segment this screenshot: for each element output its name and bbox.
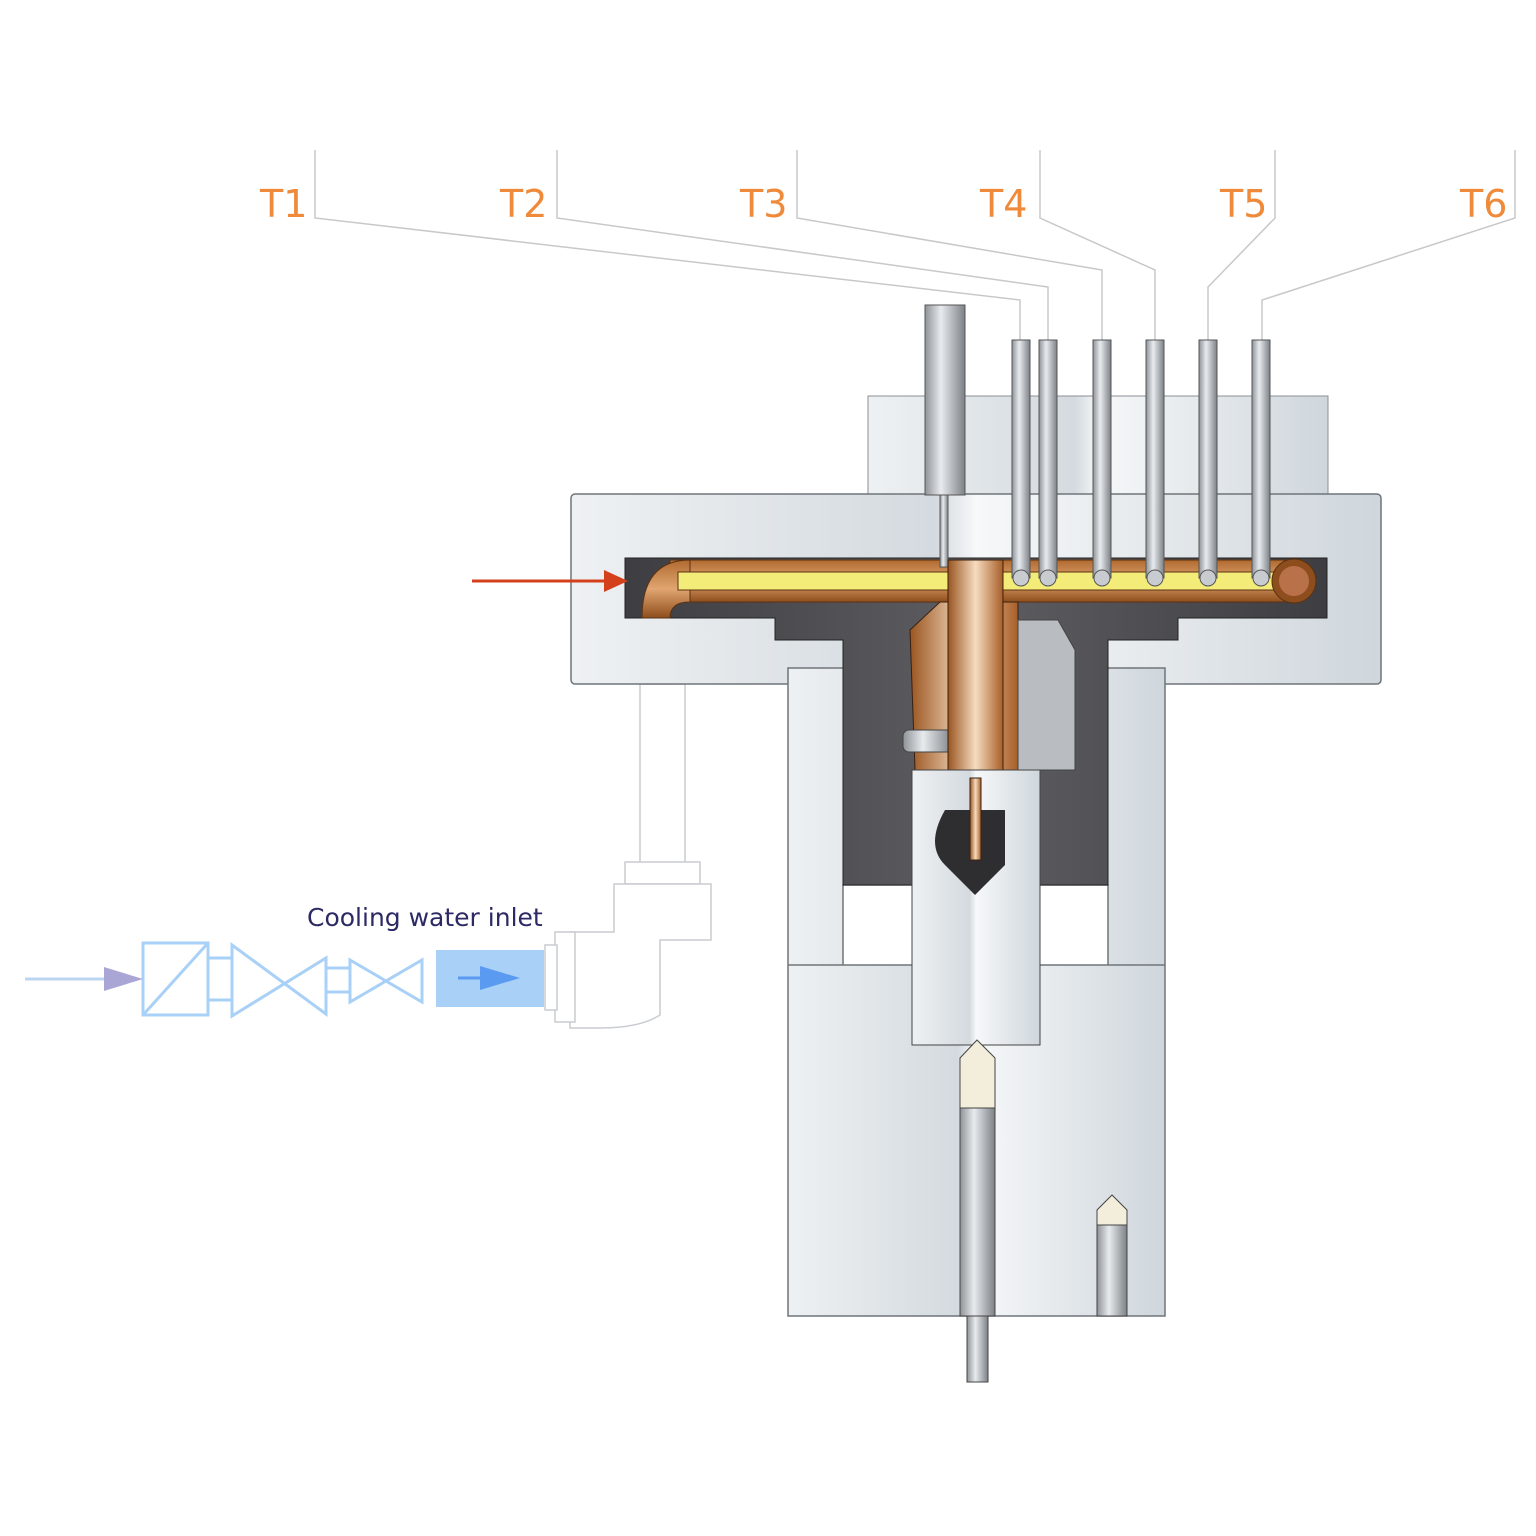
lower-pin [959, 1107, 996, 1317]
cooling-fitting [544, 683, 712, 1029]
valve-icon [230, 942, 328, 1019]
sensor-label-t2: T2 [499, 182, 547, 226]
leader-line-t2 [556, 150, 1049, 340]
leader-line-t3 [796, 150, 1103, 340]
thermocouple-t6 [1251, 339, 1271, 579]
leader-line-t4 [1039, 150, 1156, 340]
copper-rod [947, 559, 1004, 779]
thermocouple-t5 [1198, 339, 1218, 579]
sensor-label-t4: T4 [979, 182, 1027, 226]
leader-line-t5 [1207, 150, 1276, 340]
sensor-label-t3: T3 [739, 182, 787, 226]
sensor-label-t1: T1 [259, 182, 307, 226]
sensor-label-t5: T5 [1219, 182, 1267, 226]
guide-pin-rod [939, 494, 949, 568]
thermocouple-t2 [1038, 339, 1058, 579]
lower-pin-tip [959, 1039, 996, 1109]
leader-line-t6 [1261, 150, 1516, 340]
thermocouple-t1 [1011, 339, 1031, 579]
set-screw [902, 729, 954, 753]
thermocouple-t3 [1092, 339, 1112, 579]
side-pin [1096, 1224, 1128, 1317]
sensor-label-t6: T6 [1459, 182, 1507, 226]
lower-rod [966, 1315, 989, 1383]
cooling-water-inlet-label: Cooling water inlet [307, 903, 543, 932]
thermocouples [1011, 339, 1271, 587]
leader-line-t1 [314, 150, 1021, 340]
side-pin-tip [1096, 1194, 1128, 1226]
clamp [1017, 619, 1076, 771]
inlet-arrow-icon [604, 570, 628, 592]
valve-symbols [141, 941, 424, 1019]
check-valve-icon [348, 957, 424, 1005]
flow-arrow-icon [458, 966, 520, 990]
copper-tip [969, 777, 982, 861]
thermocouple-t4 [1145, 339, 1165, 579]
leader-lines [314, 150, 1516, 340]
guide-pin [924, 304, 966, 496]
supply-arrow-icon [104, 967, 143, 991]
sensor-labels: T1 T2 T3 T4 T5 T6 [259, 182, 1507, 226]
tube-end-inner [1279, 566, 1309, 596]
